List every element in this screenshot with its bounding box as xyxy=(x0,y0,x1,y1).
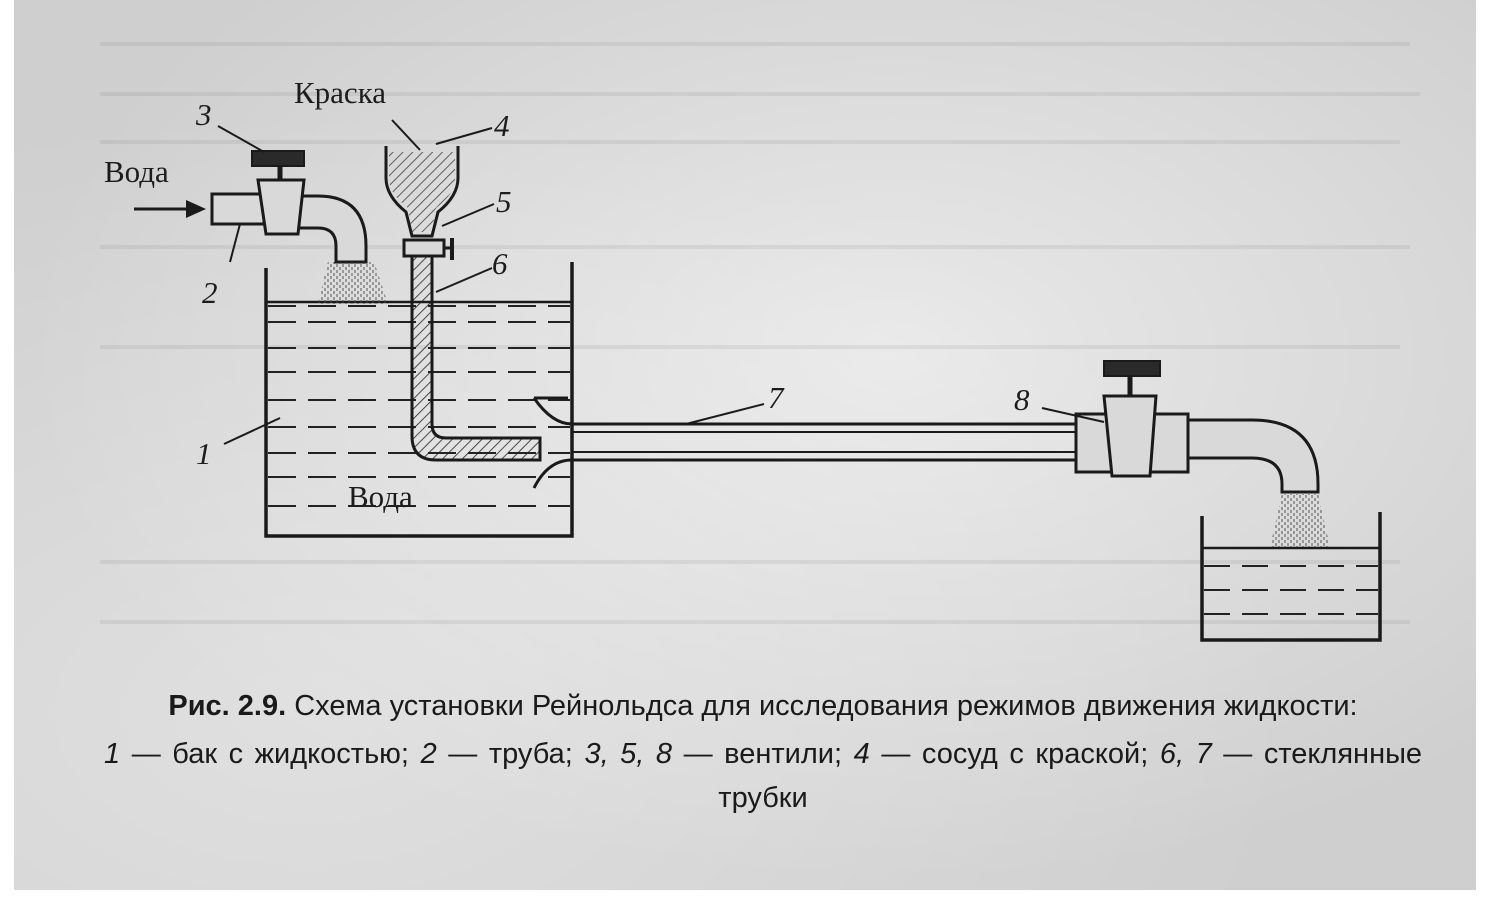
legend-text: вентили; xyxy=(724,738,843,770)
callout-1: 1 xyxy=(196,436,212,471)
glass-tube xyxy=(532,396,1076,489)
valve-3 xyxy=(251,150,306,236)
legend-dash: — xyxy=(131,738,161,770)
callout-6: 6 xyxy=(492,246,508,281)
leader-lines xyxy=(217,119,1105,445)
legend-key: 6, 7 xyxy=(1159,738,1212,770)
legend-text: труба; xyxy=(488,738,573,770)
dye-tube xyxy=(410,254,542,462)
caption-title: Схема установки Рейнольдса для исследова… xyxy=(294,690,1358,722)
valve-5 xyxy=(402,238,454,260)
legend-dash: — xyxy=(1223,738,1253,770)
bleed-through-line xyxy=(100,245,1410,249)
legend-key: 4 xyxy=(853,738,870,770)
legend-key: 3, 5, 8 xyxy=(584,738,673,770)
figure-caption: Рис. 2.9. Схема установки Рейнольдса для… xyxy=(104,684,1422,820)
figure-label: Рис. 2.9. xyxy=(168,690,287,722)
legend-text: стеклянные трубки xyxy=(718,738,1423,814)
label-water-inlet: Вода xyxy=(104,154,169,189)
caption-title-line: Рис. 2.9. Схема установки Рейнольдса для… xyxy=(104,684,1422,728)
collecting-vessel xyxy=(1200,512,1382,642)
legend-dash: — xyxy=(683,738,713,770)
outlet-pipe xyxy=(1186,418,1330,548)
callout-5: 5 xyxy=(496,184,512,219)
supply-pipe xyxy=(210,192,388,304)
legend-key: 2 xyxy=(420,738,437,770)
bleed-through-line xyxy=(100,620,1410,624)
bleed-through-line xyxy=(100,92,1420,96)
caption-legend: 1 — бак с жидкостью; 2 — труба; 3, 5, 8 … xyxy=(104,732,1422,820)
valve-8 xyxy=(1074,360,1190,478)
legend-text: сосуд с краской; xyxy=(921,738,1149,770)
reynolds-apparatus-diagram: Краска Вода Вода 3 2 4 5 6 1 7 8 xyxy=(104,75,1382,642)
callout-3: 3 xyxy=(195,97,212,132)
label-paint: Краска xyxy=(294,75,386,110)
label-water-tank: Вода xyxy=(348,479,413,514)
legend-dash: — xyxy=(448,738,478,770)
legend-text: бак с жидкостью; xyxy=(172,738,409,770)
bleed-through-line xyxy=(100,560,1400,564)
callout-4: 4 xyxy=(494,108,510,143)
bleed-through-line xyxy=(100,42,1410,46)
legend-key: 1 xyxy=(104,738,121,770)
bleed-through-line xyxy=(100,345,1400,349)
callout-2: 2 xyxy=(202,275,218,310)
dye-vessel xyxy=(384,146,460,238)
water-inlet-arrow xyxy=(134,200,206,218)
legend-dash: — xyxy=(881,738,911,770)
bleed-through-line xyxy=(100,140,1400,144)
callout-8: 8 xyxy=(1014,382,1030,417)
callout-7: 7 xyxy=(768,380,785,415)
